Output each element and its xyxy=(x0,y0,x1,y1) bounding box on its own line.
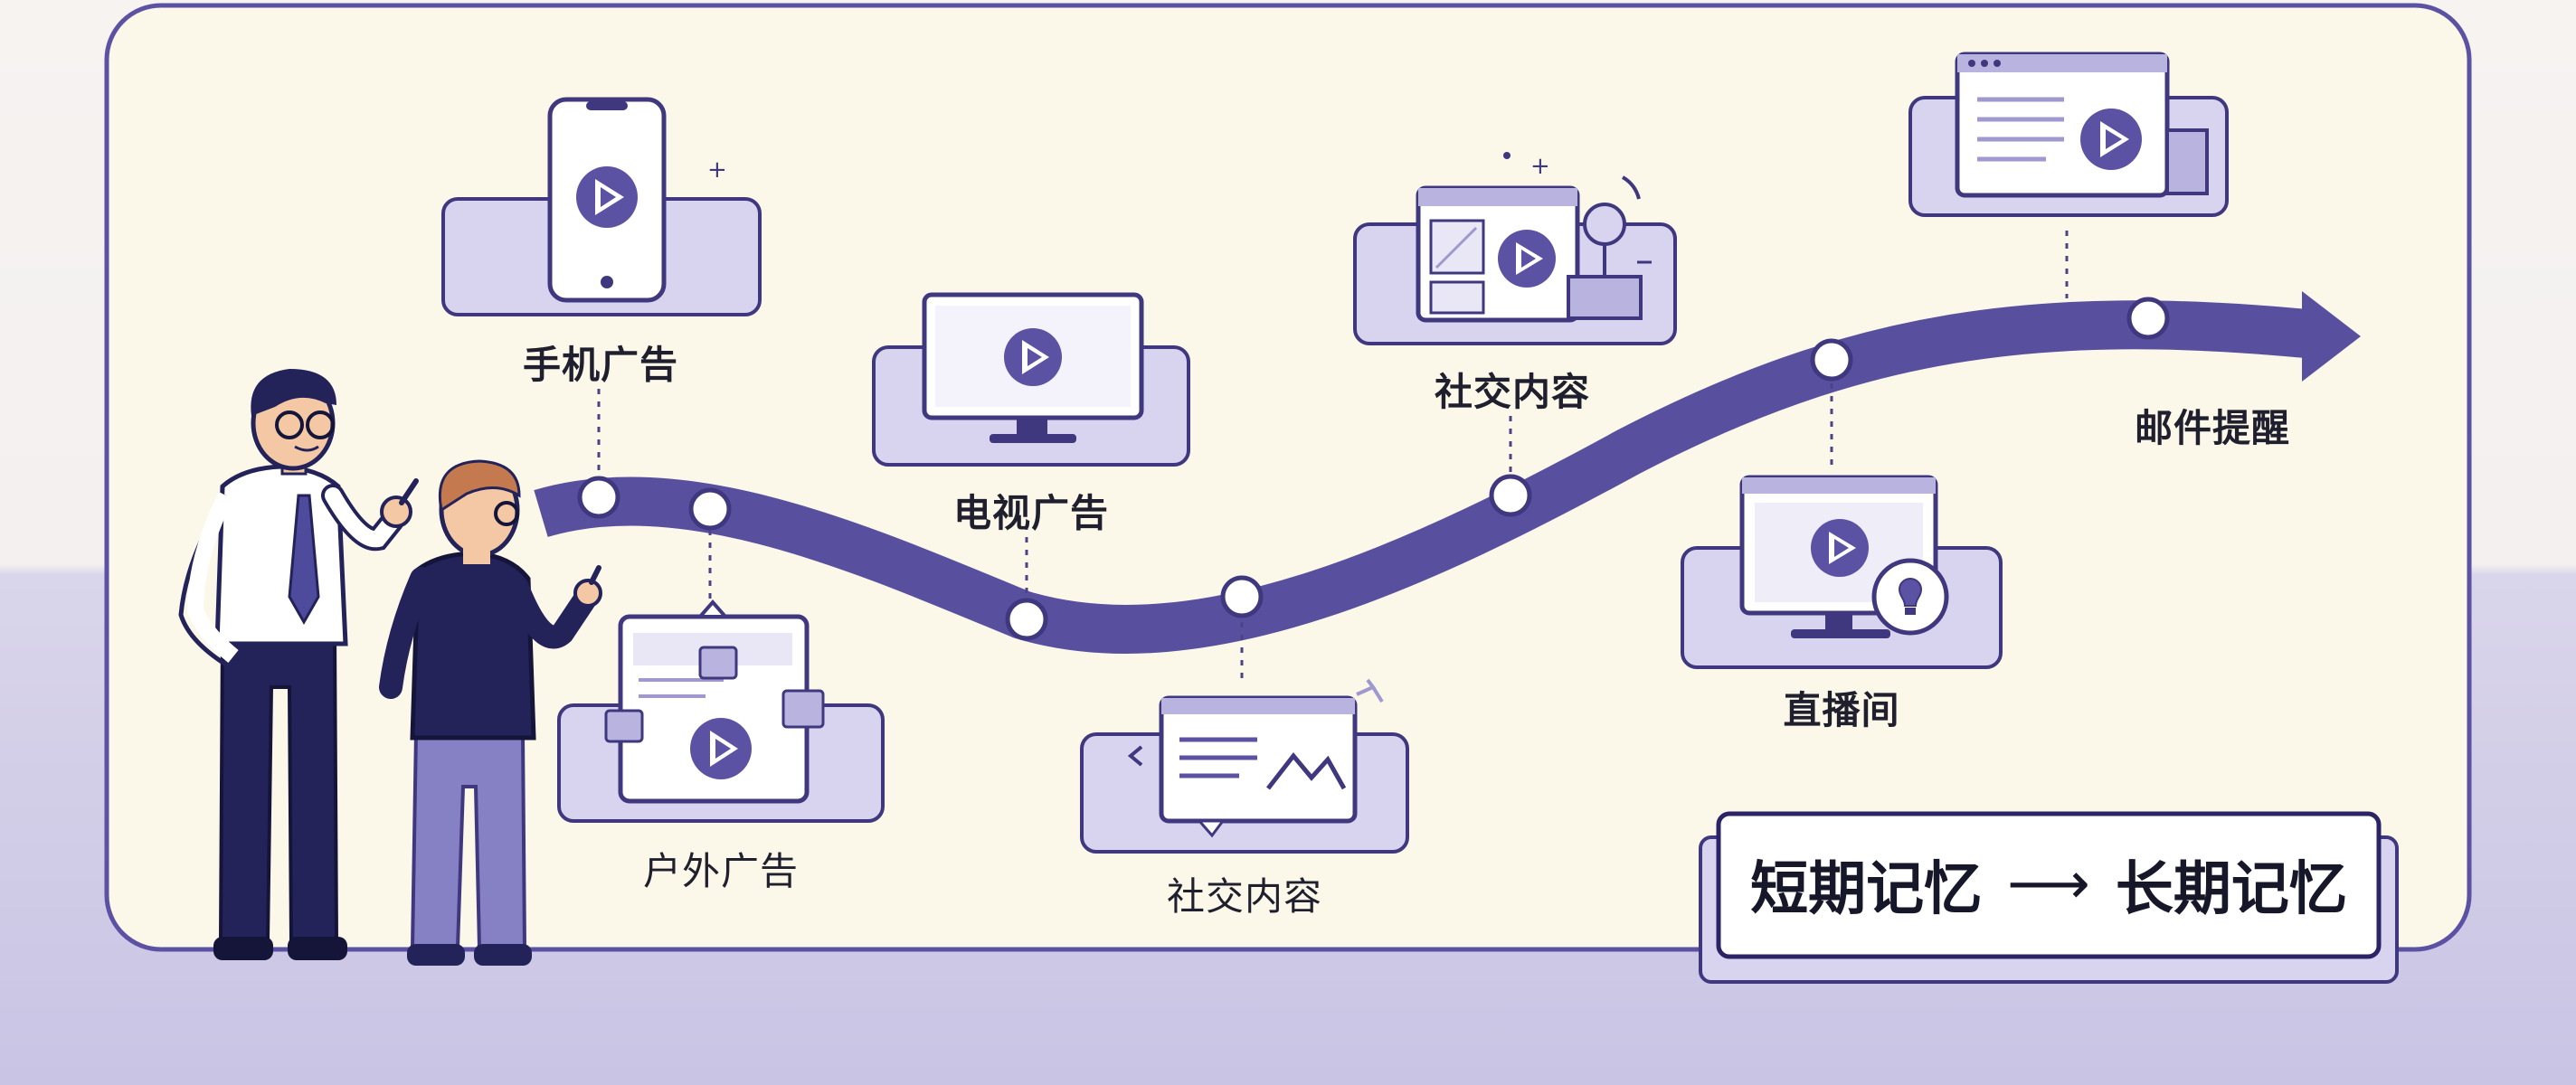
touchpoint-dot xyxy=(1005,598,1048,641)
touchpoint-dot xyxy=(1810,338,1853,382)
touchpoint-label-phone-ad: 手机广告 xyxy=(522,343,679,387)
phone-ad-icon: + xyxy=(441,97,762,316)
touchpoint-dot xyxy=(1220,575,1264,618)
email-reminder-icon xyxy=(1908,52,2229,217)
touchpoint-label-social-webpage: 社交内容 xyxy=(1166,874,1323,919)
social-webpage-icon xyxy=(1080,678,1409,854)
touchpoint-dot xyxy=(1489,474,1532,517)
svg-text:+: + xyxy=(707,156,727,184)
touchpoint-dots xyxy=(577,297,2170,641)
social-post-icon: + xyxy=(1353,152,1677,345)
memory-transition: 短期记忆 ⟶ 长期记忆 xyxy=(1719,812,2379,957)
tv-ad-icon xyxy=(872,292,1190,467)
livestream-monitor-icon xyxy=(1681,475,2003,669)
touchpoint-dot xyxy=(2126,297,2170,340)
person-listening-icon xyxy=(379,459,602,966)
billboard-ad-icon xyxy=(557,599,885,823)
touchpoint-label-tv-ad: 电视广告 xyxy=(952,491,1110,535)
arrow-icon: ⟶ xyxy=(2007,851,2090,918)
touchpoint-dot xyxy=(688,487,732,531)
touchpoint-label-email-reminder: 邮件提醒 xyxy=(2134,406,2291,450)
svg-text:+: + xyxy=(1530,153,1550,180)
memory-box-frame xyxy=(1699,811,2399,984)
touchpoint-label-billboard-ad: 户外广告 xyxy=(642,849,800,893)
journey-path-arrow xyxy=(534,291,2361,654)
long-term-memory-text: 长期记忆 xyxy=(2115,856,2347,923)
touchpoint-label-livestream: 直播间 xyxy=(1783,688,1900,732)
touchpoint-label-social-post: 社交内容 xyxy=(1434,370,1591,414)
person-pointing-icon xyxy=(178,369,419,960)
short-term-memory-text: 短期记忆 xyxy=(1750,856,1983,923)
touchpoint-dot xyxy=(577,476,620,519)
